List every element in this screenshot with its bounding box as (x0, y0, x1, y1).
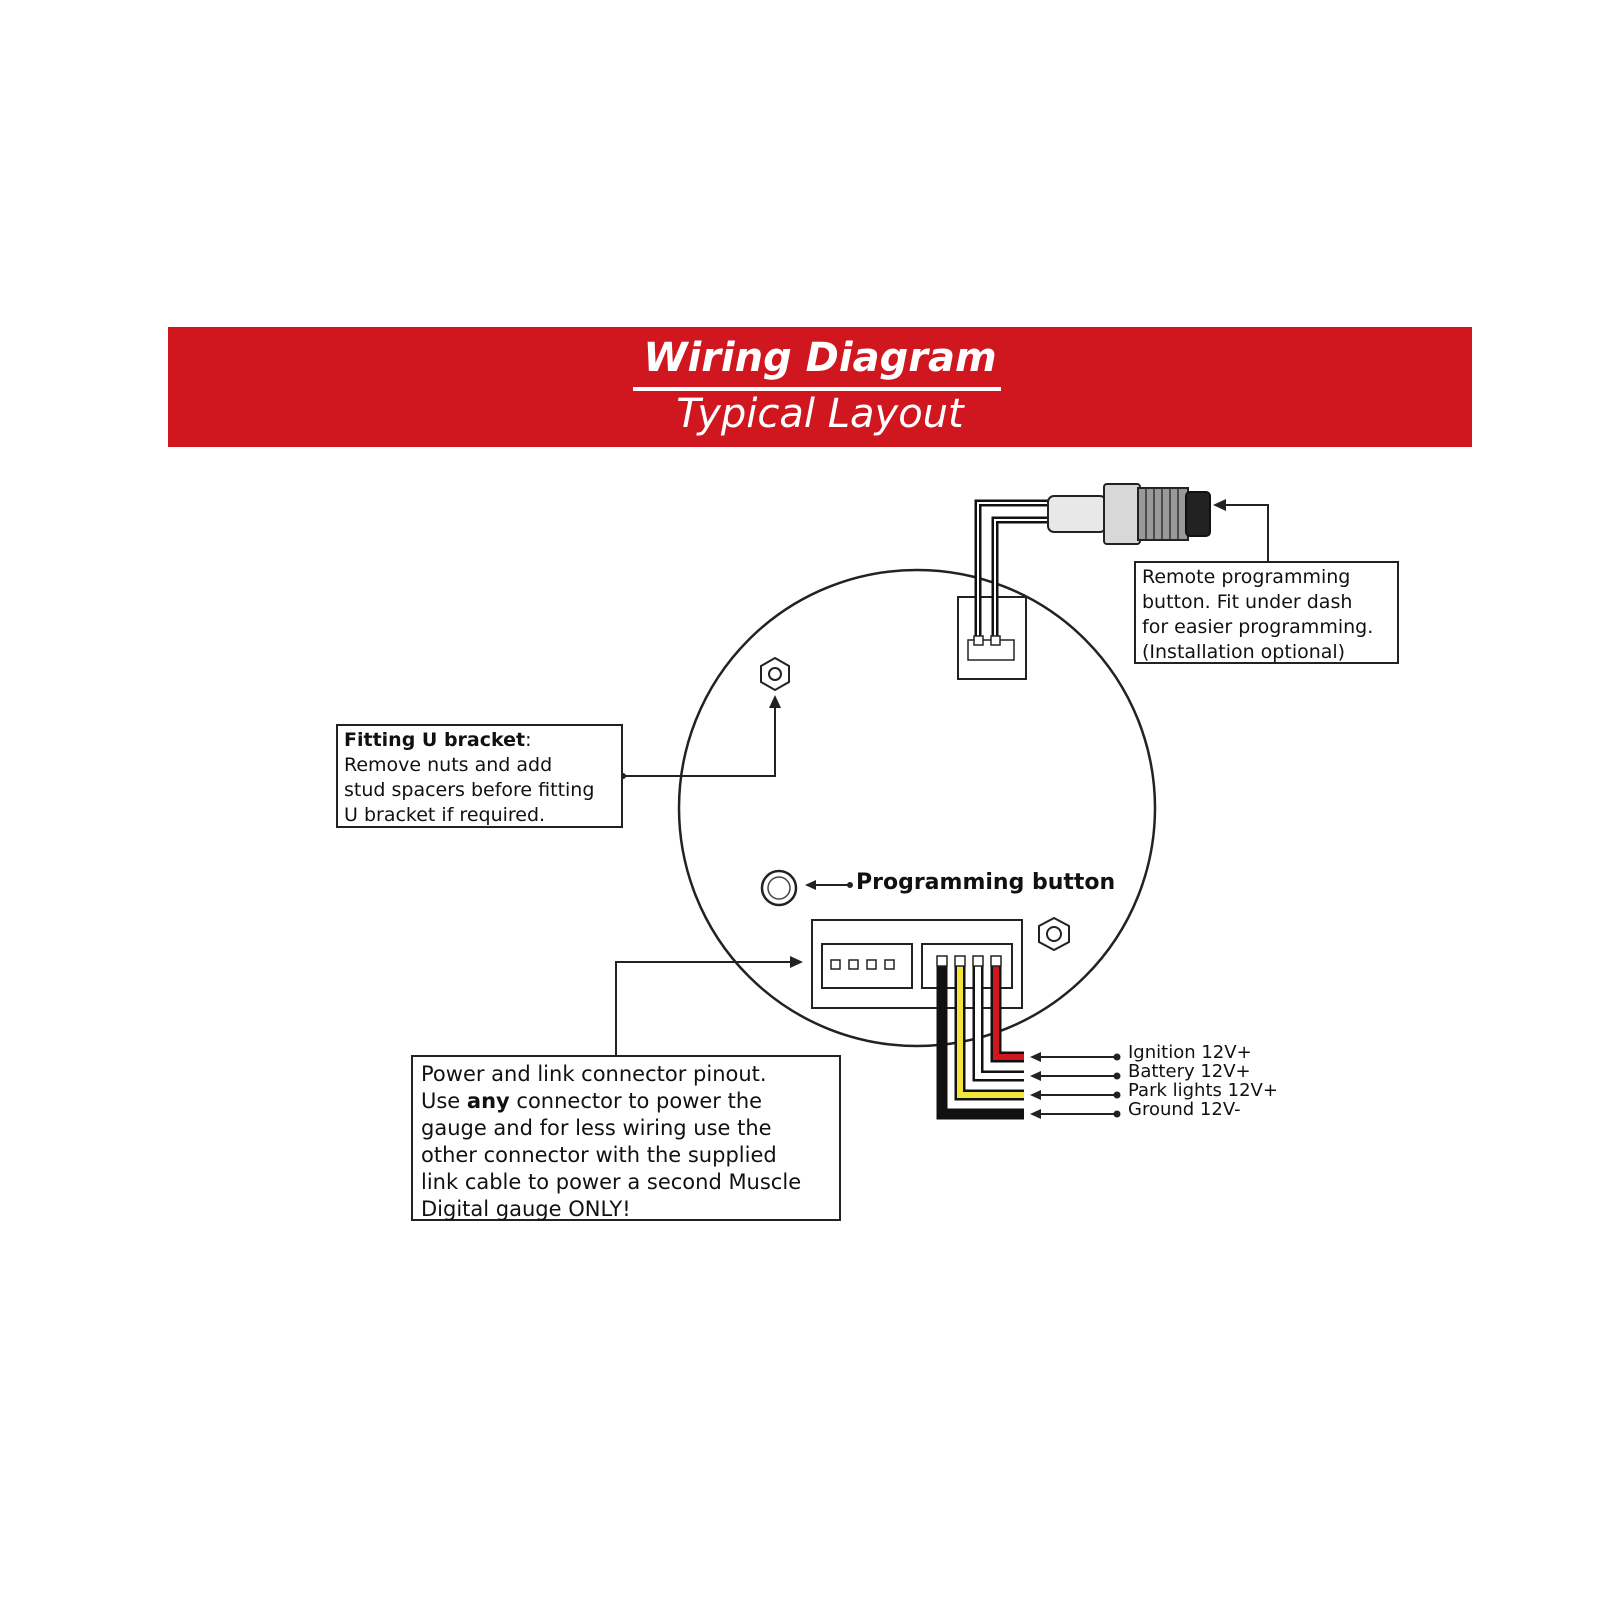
remote-callout-line: button. Fit under dash (1142, 591, 1353, 613)
bracket-callout-heading: Fitting U bracket (344, 729, 526, 751)
wire-label-park-lights: Park lights 12V+ (1128, 1080, 1278, 1101)
power-callout: Power and link connector pinout. Use any… (411, 1055, 841, 1221)
programming-button-label: Programming button (856, 870, 1116, 895)
bracket-leader-arrow (769, 695, 781, 708)
bracket-callout: Fitting U bracket: Remove nuts and add s… (336, 724, 623, 828)
power-callout-line: other connector with the supplied (421, 1143, 777, 1167)
wire-park-lights-arrow (1030, 1090, 1041, 1100)
wire-ground (939, 966, 1024, 1117)
remote-callout: Remote programming button. Fit under das… (1134, 561, 1399, 664)
remote-wire-pin-2 (990, 635, 1001, 646)
power-callout-line: gauge and for less wiring use the (421, 1116, 772, 1140)
programming-leader-dot (847, 882, 853, 888)
link-pin-1 (830, 959, 841, 970)
wire-ignition-dot (1113, 1053, 1121, 1061)
wire-leaders (1030, 1052, 1121, 1119)
remote-callout-line: Remote programming (1142, 566, 1351, 588)
remote-callout-line: for easier programming. (1142, 616, 1374, 638)
bracket-leader (623, 704, 776, 777)
power-pin-ignition (990, 955, 1002, 967)
power-callout-text: Use (421, 1089, 467, 1113)
wire-ignition-arrow (1030, 1052, 1041, 1062)
remote-wire-2-core (994, 519, 1050, 640)
remote-button-device (1047, 483, 1211, 545)
bracket-callout-line: Remove nuts and add (344, 754, 553, 776)
bracket-callout-line: stud spacers before fitting (344, 779, 595, 801)
power-callout-text: connector to power the (509, 1089, 763, 1113)
header-banner: Wiring Diagram Typical Layout (168, 327, 1472, 447)
power-callout-line: Power and link connector pinout. (421, 1062, 767, 1086)
power-pin-park-lights (954, 955, 966, 967)
power-pin-ground (936, 955, 948, 967)
power-leader (615, 961, 792, 1055)
remote-callout-line: (Installation optional) (1142, 641, 1346, 663)
remote-wire-pin-1 (973, 635, 984, 646)
page-subtitle: Typical Layout (676, 391, 964, 437)
power-callout-line: Digital gauge ONLY! (421, 1197, 631, 1221)
power-leader-arrow (790, 956, 803, 968)
bracket-callout-colon: : (525, 729, 532, 751)
power-pin-battery (972, 955, 984, 967)
wire-battery-arrow (1030, 1071, 1041, 1081)
remote-leader (1222, 504, 1269, 561)
power-callout-line: link cable to power a second Muscle (421, 1170, 802, 1194)
wire-label-ignition: Ignition 12V+ (1128, 1042, 1252, 1063)
power-callout-emphasis: any (466, 1089, 510, 1113)
wire-ground-arrow (1030, 1109, 1041, 1119)
remote-wire-1-core (977, 502, 1050, 640)
power-wires (936, 955, 1024, 1120)
gauge-body (677, 568, 1157, 1048)
wire-ground-dot (1113, 1110, 1121, 1118)
wire-label-ground: Ground 12V- (1128, 1099, 1241, 1120)
programming-leader-arrow (805, 880, 816, 890)
wire-park-lights (957, 966, 1024, 1098)
title-divider (633, 387, 1001, 391)
wire-ignition (993, 966, 1024, 1060)
lower-nut-icon (1038, 916, 1070, 952)
wire-battery (975, 966, 1024, 1079)
page-title: Wiring Diagram (643, 335, 997, 381)
link-pin-2 (848, 959, 859, 970)
link-pin-3 (866, 959, 877, 970)
wire-battery-dot (1113, 1072, 1121, 1080)
remote-leader-arrow (1213, 499, 1226, 511)
wire-park-lights-dot (1113, 1091, 1121, 1099)
wire-label-battery: Battery 12V+ (1128, 1061, 1251, 1082)
upper-nut-icon (760, 656, 790, 692)
bracket-callout-line: U bracket if required. (344, 804, 546, 826)
link-pin-4 (884, 959, 895, 970)
programming-button-inner (767, 876, 791, 900)
